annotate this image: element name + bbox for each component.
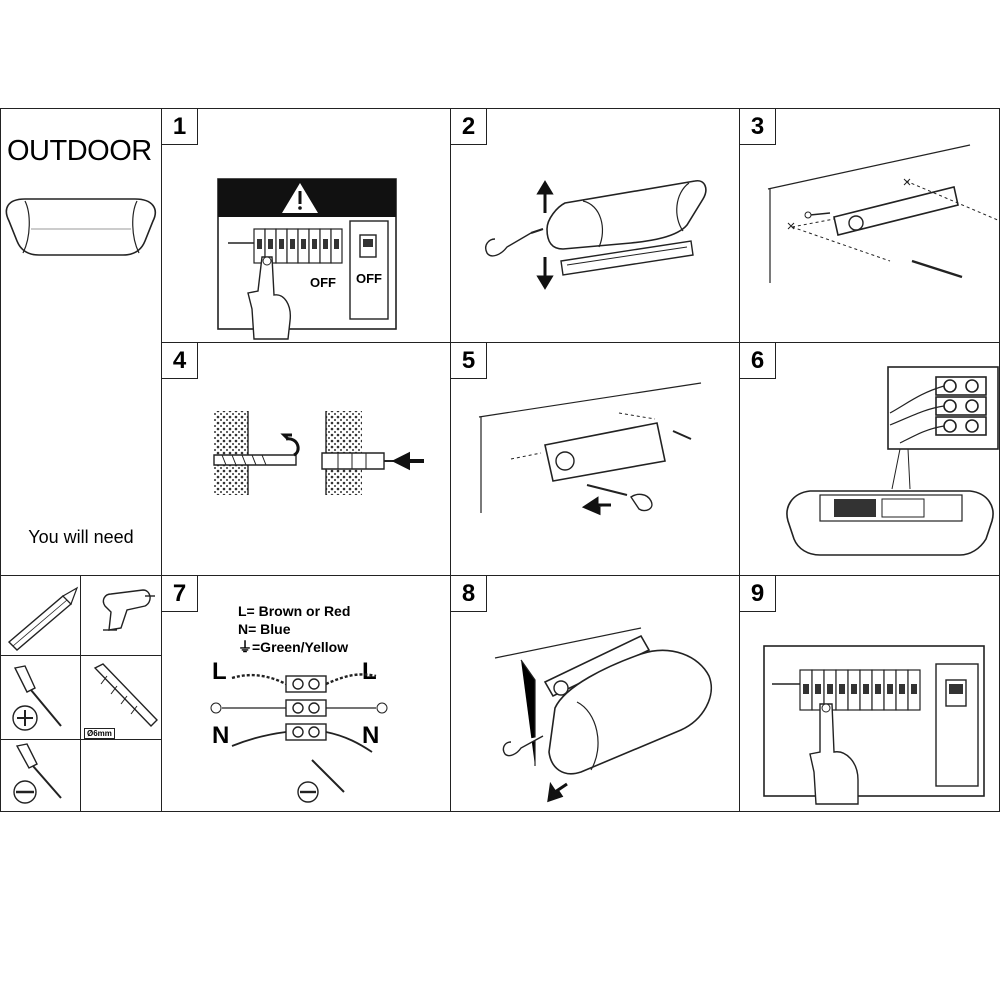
flat-screwdriver-icon: [13, 743, 62, 804]
arrow-icon: [547, 781, 568, 803]
step-8: 8: [450, 575, 741, 812]
step-number: 5: [451, 343, 487, 379]
step-number: 9: [740, 576, 776, 612]
tool-empty: [80, 739, 163, 812]
step-3: 3: [739, 108, 1000, 344]
drill-bit-icon: [93, 663, 158, 727]
step-number: 4: [162, 343, 198, 379]
wire-color-legend: L= Brown or Red N= Blue ⏚=Green/Yellow: [238, 602, 350, 656]
step-number: 7: [162, 576, 198, 612]
hand-icon: [809, 703, 859, 805]
step-number: 1: [162, 109, 198, 145]
step-4: 4: [161, 342, 452, 577]
lamp-illustration: [5, 198, 157, 256]
step-7: 7 L= Brown or Red N= Blue ⏚=Green/Yellow…: [161, 575, 452, 812]
hand-icon: [247, 256, 291, 340]
step-9: 9: [739, 575, 1000, 812]
step-2: 2: [450, 108, 741, 344]
live-label-left: L: [212, 658, 227, 685]
step-5: 5: [450, 342, 741, 577]
tool-pencil: [0, 575, 82, 657]
breaker-off-label: OFF: [310, 275, 336, 290]
step-number: 2: [451, 109, 487, 145]
legend-live: L= Brown or Red: [238, 603, 351, 619]
instruction-sheet: OUTDOOR You will need: [0, 108, 1000, 812]
drill-bit-size: Ø6mm: [84, 728, 115, 739]
step-6: 6: [739, 342, 1000, 577]
arrow-icon: [391, 451, 424, 471]
tool-flat-screwdriver: [0, 739, 82, 812]
product-title: OUTDOOR: [7, 135, 152, 167]
tool-drill-bit: Ø6mm: [80, 655, 163, 741]
warning-icon: [282, 183, 318, 213]
legend-neutral: N= Blue: [238, 621, 291, 637]
switch-off-label: OFF: [356, 271, 382, 286]
step-number: 3: [740, 109, 776, 145]
phillips-screwdriver-icon: [12, 665, 62, 731]
tool-phillips-screwdriver: [0, 655, 82, 741]
arrow-icon: [581, 496, 611, 516]
neutral-label-right: N: [362, 722, 380, 749]
step-number: 8: [451, 576, 487, 612]
product-panel: OUTDOOR You will need: [0, 108, 163, 577]
step-1: 1: [161, 108, 452, 344]
tool-drill: [80, 575, 163, 657]
you-will-need-label: You will need: [28, 527, 134, 547]
legend-earth: ⏚=Green/Yellow: [238, 639, 349, 655]
neutral-label-left: N: [212, 722, 230, 749]
arrow-icon: [536, 180, 554, 290]
pencil-icon: [7, 586, 79, 651]
drill-icon: [102, 589, 155, 631]
step-number: 6: [740, 343, 776, 379]
live-label-right: L: [362, 658, 377, 685]
